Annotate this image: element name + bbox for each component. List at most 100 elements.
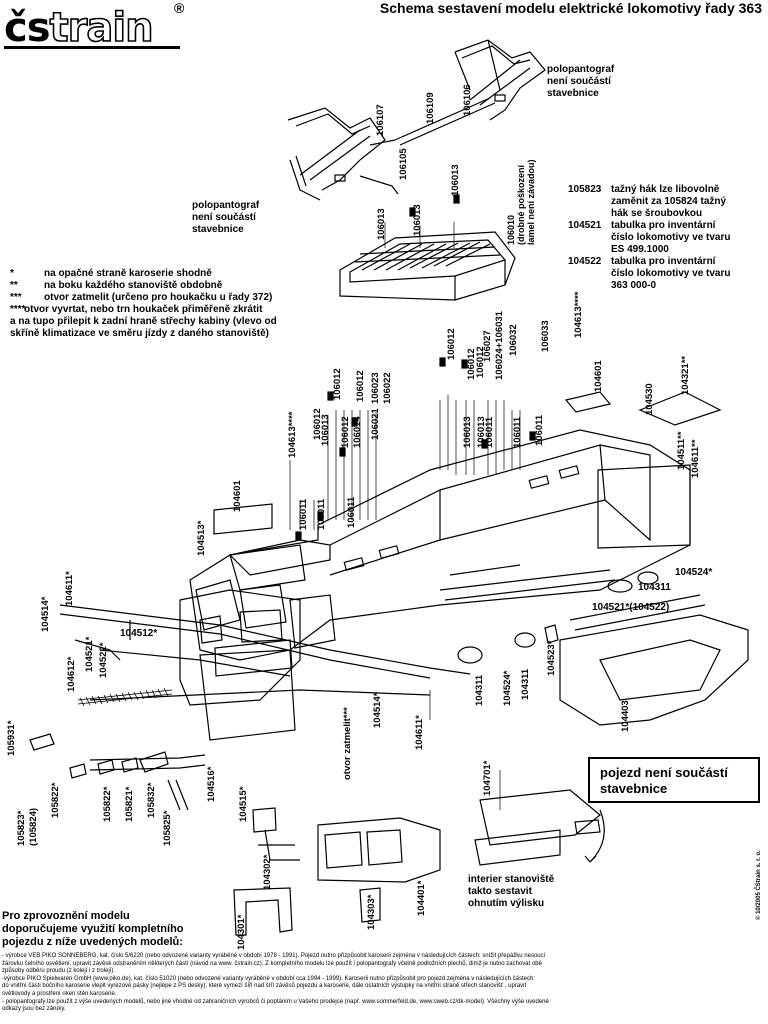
legend-item: ** na boku každého stanoviště obdobně [10,280,277,292]
part-label-vertical: 106106 [462,84,473,116]
logo-underline [4,46,180,49]
part-label-vertical: 104701* [482,760,493,796]
legend-text: otvor vyvrtat, nebo trn houkaček přiměře… [24,304,263,315]
part-label-vertical: 106011 [298,498,309,530]
footnote-line: žárovku čelního osvětlení, upravit závěs… [2,960,542,967]
part-label-vertical: 106109 [425,92,436,124]
part-label-vertical: 106013 [412,204,423,236]
parts-list-item: 104521 tabulka pro inventární číslo loko… [568,220,731,256]
parts-list-line: zaměnit za 105824 tažný [611,196,727,207]
part-label-vertical: 106014 [352,416,363,448]
part-label-vertical: 106011 [484,416,495,448]
part-label-vertical: 106012 [446,328,457,360]
part-label-vertical: 104613**** [287,411,298,459]
footnotes: - výrobce VEB PIKO SONNEBERG, kat. číslo… [2,953,549,1014]
legend-mark: * [10,268,14,279]
legend-item: *na opačné straně karoserie shodně [10,268,277,280]
part-label-vertical: 106107 [375,104,386,136]
parts-list-line: tažný hák lze libovolně [611,184,720,195]
part-label-vertical: 104601 [593,360,604,392]
part-label-vertical: 106013 [450,164,461,196]
part-label-vertical: 104513* [196,520,207,556]
parts-list-line: tabulka pro inventární [611,220,716,231]
part-label-vertical: 104521* [84,636,95,672]
part-label-vertical: otvor zatmelit*** [342,707,353,780]
chassis-note-line: pojezd není součástí [600,765,728,780]
part-label-vertical: 105821* [124,786,135,822]
footnote-line: světlovody a prostření oken stěn karoser… [2,990,117,997]
part-label-vertical: 106012 [355,370,366,402]
part-label-vertical: 104516* [206,766,217,802]
part-label-vertical: 105832* [146,782,157,818]
pantograph-note-left: polopantograf není součástí stavebnice [192,200,259,236]
parts-list-item: 104522 tabulka pro inventární číslo loko… [568,256,731,292]
parts-list-line: 363 000-0 [611,280,657,291]
legend-text: na boku každého stanoviště obdobně [44,280,223,291]
part-label: 104311 [638,582,671,593]
legend-text: otvor zatmelit (určeno pro houkačku u řa… [44,292,273,303]
footnote-line: - výrobce VEB PIKO SONNEBERG, kat. číslo… [2,953,546,959]
part-label-vertical: 106012 [332,368,343,400]
part-label-vertical: 104612* [66,656,77,692]
parts-list: 105823 tažný hák lze libovolně zaměnit z… [568,184,731,292]
part-label-vertical: 105823* [16,810,27,846]
part-label-vertical: 104601 [232,480,243,512]
part-label-vertical: 104613**** [573,291,584,339]
part-label-vertical: 104311 [474,674,485,706]
part-label-vertical: 106032 [508,324,519,356]
grill-strip-drawing [77,687,173,707]
parts-list-line: hák se šroubovkou [611,208,703,219]
bottom-heading-line: doporučujeme využití kompletního [2,923,184,935]
part-label-vertical: 104611** [690,439,701,478]
part-label: 104524* [675,567,713,578]
part-label-vertical: 106033 [540,320,551,352]
interior-note: interier stanoviště takto sestavit ohnut… [468,874,554,910]
footnote-line: do vnitřní části bočního karoserie vlepi… [2,983,527,990]
legend-continuation: skříně klimatizace ve směru jízdy z dané… [10,328,269,339]
buffers-drawing [29,733,189,811]
chassis-drawing [559,594,749,726]
parts-list-number: 104521 [568,220,602,231]
parts-list-number: 104522 [568,256,602,267]
part-label-vertical: 106013 [320,414,331,446]
part-label-vertical: 106023 [370,372,381,404]
pantograph-note-right-line: polopantograf [547,64,615,75]
copyright: © 10/2005 ČStrain s. r. o. [756,850,762,920]
handrails-drawing [59,604,471,771]
part-label-vertical: 105822* [102,786,113,822]
footnote-line: - polopantografy lze použít z výše uvede… [2,998,549,1005]
bottom-heading: Pro zprovoznění modelu doporučujeme využ… [2,910,184,949]
parts-list-item: 105823 tažný hák lze libovolně zaměnit z… [568,184,731,220]
interior-cab-drawing [474,789,605,866]
part-label: 104521*(104522) [592,602,670,613]
parts-list-number: 105823 [568,184,602,195]
roof-unit-drawing [339,231,516,301]
legend-mark: *** [10,292,22,303]
pantograph-right-drawing [394,39,546,146]
pantograph-note-left-line: není součástí [192,212,256,223]
part-label-vertical: 104511** [676,431,687,470]
part-label-vertical: 104301* [236,914,247,950]
part-label-vertical: 104321** [680,355,691,395]
part-label-vertical: 104311 [520,668,531,700]
registered-mark: ® [174,0,185,16]
part-label-vertical: 106022 [382,372,393,404]
cstrain-logo: čstrain ® [4,0,185,54]
part-label-vertical: 104522* [98,642,109,678]
part-label-vertical: 104302* [262,854,273,890]
bottom-heading-line: pojezdu z níže uvedených modelů: [2,936,183,948]
side-panel-drawing [213,391,722,591]
small-parts-drawing [457,571,659,664]
pantograph-note-right-line: není součástí [547,76,611,87]
cab-front-drawing [179,589,301,706]
bottom-heading-line: Pro zprovoznění modelu [2,910,130,922]
cab-windows-drawing [317,817,441,883]
footnote-line: způsoby odběru proudu (z kolejí i z trol… [2,968,116,975]
legend-mark: **** [10,304,26,315]
part-label-vertical: 106012 [340,416,351,448]
parts-list-line: ES 499.1000 [611,244,669,255]
page-title: Schema sestavení modelu elektrické lokom… [379,0,762,16]
part-label-vertical: 104524* [502,670,513,706]
legend-mark: ** [10,280,18,291]
part-label-vertical: 106011 [346,496,357,528]
